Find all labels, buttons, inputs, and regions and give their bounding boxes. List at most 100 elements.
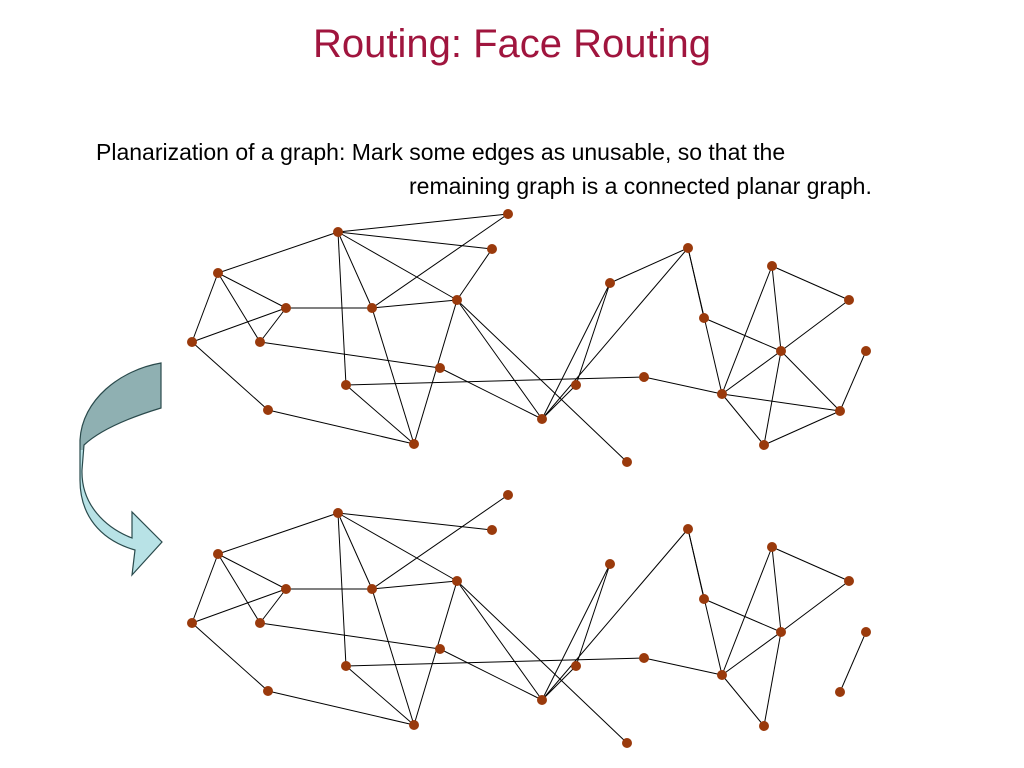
graph-edge — [371, 213, 509, 309]
graph-edge — [456, 580, 543, 701]
graph-edge — [780, 580, 850, 633]
graph-node — [717, 670, 727, 680]
graph-node — [717, 389, 727, 399]
planarized-graph — [187, 490, 871, 748]
graph-edge — [703, 598, 782, 633]
graph-edge — [259, 588, 287, 624]
graph-edge — [191, 553, 219, 624]
graph-node — [699, 313, 709, 323]
curved-arrow — [79, 362, 163, 577]
graph-node — [622, 738, 632, 748]
graph-node — [213, 549, 223, 559]
graph-node — [835, 687, 845, 697]
graph-node — [861, 627, 871, 637]
graph-edge — [643, 657, 723, 676]
graph-edge — [345, 665, 415, 726]
graph-edge — [259, 622, 441, 650]
original-graph — [187, 209, 871, 467]
graph-node — [487, 525, 497, 535]
graph-node — [213, 268, 223, 278]
graph-edge — [217, 512, 339, 555]
graph-node — [571, 380, 581, 390]
graph-node — [605, 559, 615, 569]
graph-edge — [541, 665, 577, 701]
graph-node — [622, 457, 632, 467]
graph-edge — [267, 690, 415, 726]
graph-edge — [439, 648, 543, 701]
graph-edge — [259, 341, 441, 369]
graph-edge — [191, 307, 287, 343]
graph-node — [409, 720, 419, 730]
description-line-1: Planarization of a graph: Mark some edge… — [96, 139, 786, 165]
graph-node — [767, 261, 777, 271]
graph-node — [367, 584, 377, 594]
graph-edge — [721, 393, 765, 446]
graph-edge — [541, 384, 577, 420]
graph-edge — [763, 350, 782, 446]
graph-edge — [217, 553, 287, 590]
graph-edge — [371, 580, 458, 590]
graph-node — [605, 278, 615, 288]
description-line-2: remaining graph is a connected planar gr… — [409, 173, 872, 199]
graph-edge — [780, 350, 841, 412]
graph-edge — [413, 580, 458, 726]
graph-edge — [687, 247, 705, 319]
graph-edge — [575, 563, 611, 667]
graph-edge — [217, 272, 261, 343]
graph-node — [281, 303, 291, 313]
graph-node — [333, 508, 343, 518]
graph-edge — [687, 528, 705, 600]
graph-edge — [721, 350, 782, 395]
graph-edge — [259, 307, 287, 343]
graph-node — [435, 363, 445, 373]
graph-edge — [721, 393, 841, 412]
graph-edge — [371, 307, 415, 445]
graph-edge — [191, 622, 269, 692]
graph-edge — [839, 631, 867, 693]
graph-node — [835, 406, 845, 416]
graph-edge — [217, 231, 339, 274]
graph-node — [487, 244, 497, 254]
graph-edge — [337, 231, 493, 250]
graph-node — [683, 524, 693, 534]
graph-edge — [191, 588, 287, 624]
graph-edge — [337, 512, 493, 531]
graph-edge — [191, 341, 269, 411]
graph-edge — [721, 631, 782, 676]
graph-edge — [763, 410, 841, 446]
graph-edge — [609, 247, 689, 284]
graph-edge — [371, 299, 458, 309]
graph-node — [187, 618, 197, 628]
graph-edge — [456, 299, 628, 463]
graph-node — [759, 721, 769, 731]
graph-edge — [337, 512, 458, 582]
graph-edge — [371, 588, 415, 726]
graph-node — [187, 337, 197, 347]
graph-node — [776, 627, 786, 637]
graph-node — [367, 303, 377, 313]
graph-edge — [456, 299, 543, 420]
graph-edge — [541, 563, 611, 701]
graph-edge — [763, 631, 782, 727]
graph-edge — [541, 528, 689, 701]
graph-node — [776, 346, 786, 356]
graph-node — [341, 380, 351, 390]
graph-node — [767, 542, 777, 552]
graph-edge — [371, 494, 509, 590]
graph-edge — [337, 231, 347, 386]
graph-node — [683, 243, 693, 253]
graph-edge — [337, 213, 509, 233]
graph-node — [409, 439, 419, 449]
graph-node — [452, 295, 462, 305]
graph-edge — [575, 282, 611, 386]
graph-edge — [217, 272, 287, 309]
graph-edge — [541, 282, 611, 420]
graph-edge — [345, 376, 645, 386]
graph-edge — [541, 247, 689, 420]
graph-edge — [721, 546, 773, 676]
graph-node — [341, 661, 351, 671]
graph-node — [861, 346, 871, 356]
graph-edge — [839, 350, 867, 412]
graph-node — [263, 686, 273, 696]
